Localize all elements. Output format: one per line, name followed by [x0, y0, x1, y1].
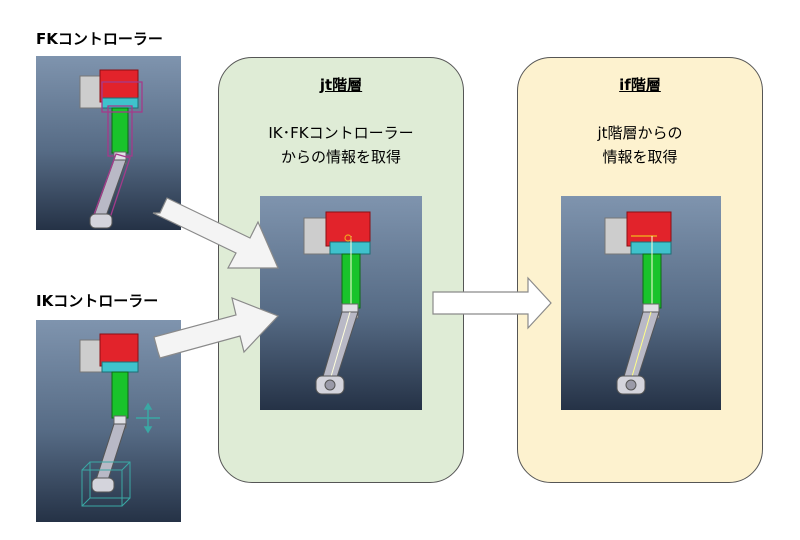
- fk-controller-screenshot: [36, 56, 181, 230]
- if-hierarchy-screenshot: [561, 196, 721, 410]
- ik-controller-screenshot: [36, 320, 181, 522]
- jt-panel-desc-line1: IK･FKコントローラー: [268, 124, 414, 142]
- ik-to-jt-arrow: [153, 297, 280, 359]
- jt-hierarchy-screenshot: [260, 196, 422, 410]
- fk-controller-label: FKコントローラー: [36, 30, 163, 48]
- fk-to-jt-arrow: [152, 197, 279, 269]
- jt-panel-title: jt階層: [319, 76, 363, 94]
- if-panel-desc-line2: 情報を取得: [602, 148, 678, 166]
- if-panel-title: if階層: [619, 76, 661, 94]
- jt-panel-desc-line2: からの情報を取得: [280, 148, 401, 166]
- ik-controller-label: IKコントローラー: [36, 292, 159, 310]
- jt-to-if-arrow: [432, 276, 552, 330]
- if-panel-desc-line1: jt階層からの: [597, 124, 683, 142]
